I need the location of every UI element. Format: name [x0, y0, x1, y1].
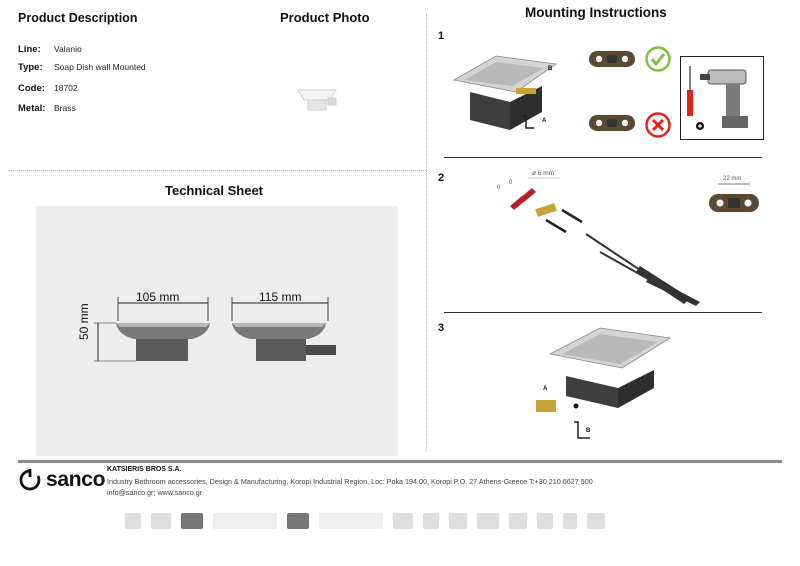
mounting-plate-dimension-illustration: [709, 183, 759, 212]
cert-badge-icon: [181, 513, 203, 529]
product-description-title: Product Description: [18, 11, 138, 25]
divider: [8, 170, 426, 171]
step-3-dish-illustration: [536, 327, 672, 439]
cert-badge-icon: [393, 513, 413, 529]
cert-badge-icon: [477, 513, 499, 529]
dimension-height-label: 50 mm: [77, 303, 91, 340]
company-contact: info@sanco.gr; www.sanco.gr: [107, 488, 203, 497]
technical-drawing: [94, 297, 336, 362]
spec-code: Code: 18702: [18, 83, 78, 94]
spec-line: Line: Valanio: [18, 44, 82, 55]
spec-value: 18702: [54, 83, 78, 93]
spec-key: Metal:: [18, 103, 46, 114]
product-photo-title: Product Photo: [280, 10, 370, 25]
certification-badges: [125, 508, 705, 534]
dimension-width-label: 105 mm: [136, 290, 180, 304]
cert-badge-icon: [449, 513, 467, 529]
spec-key: Line:: [18, 44, 41, 55]
divider: [426, 14, 427, 452]
step-separator: [444, 312, 762, 313]
cert-badge-icon: [423, 513, 439, 529]
plate-width-label: 22 mm: [723, 176, 742, 182]
part-label-a: A: [543, 386, 548, 392]
part-label-zero: 0: [497, 185, 501, 191]
mounting-plate-wrong: [589, 115, 635, 131]
product-photo-image: [297, 89, 337, 111]
logo-text: sanco: [46, 468, 106, 491]
technical-drawing-panel: [36, 206, 398, 456]
spec-metal: Metal: Brass: [18, 103, 76, 114]
spec-key: Type:: [18, 62, 43, 73]
check-icon: [645, 46, 671, 72]
step-1-dish-illustration: [452, 55, 558, 130]
step-separator: [444, 157, 762, 158]
step-2-number: 2: [438, 172, 445, 184]
step-2-screws-illustration: [510, 177, 700, 306]
mounting-instructions-title: Mounting Instructions: [525, 5, 667, 20]
step-1-number: 1: [438, 30, 445, 42]
part-label-a: A: [542, 118, 547, 124]
sanco-logo-icon: [19, 469, 41, 491]
company-address: Industry Bathroom accessories, Design & …: [107, 477, 593, 486]
drill-diameter-label: ø 6 mm: [532, 170, 555, 177]
footer-bar: [18, 460, 782, 463]
cert-badge-icon: [537, 513, 553, 529]
spec-value: Soap Dish wall Mounted: [54, 62, 146, 72]
mounting-plate-correct: [589, 51, 635, 67]
cert-badge-icon: [319, 513, 383, 529]
spec-value: Brass: [54, 103, 76, 113]
cert-badge-icon: [213, 513, 277, 529]
part-label-b: B: [586, 428, 591, 434]
company-name: KATSIERIS BROS S.A.: [107, 466, 182, 473]
dimension-depth-label: 115 mm: [259, 290, 302, 304]
cert-badge-icon: [563, 513, 577, 529]
cert-badge-icon: [587, 513, 605, 529]
cert-badge-icon: [509, 513, 527, 529]
spec-value: Valanio: [54, 44, 82, 54]
part-label-zero: 0: [509, 180, 513, 186]
cross-icon: [645, 112, 671, 138]
sanco-logo: sanco: [18, 468, 106, 492]
spec-key: Code:: [18, 83, 45, 94]
cert-badge-icon: [125, 513, 141, 529]
technical-sheet-title: Technical Sheet: [165, 183, 264, 198]
spec-type: Type: Soap Dish wall Mounted: [18, 62, 146, 73]
tools-illustration: [680, 56, 764, 140]
step-3-number: 3: [438, 322, 445, 334]
part-label-b: B: [548, 66, 553, 72]
cert-badge-icon: [151, 513, 171, 529]
cert-badge-icon: [287, 513, 309, 529]
